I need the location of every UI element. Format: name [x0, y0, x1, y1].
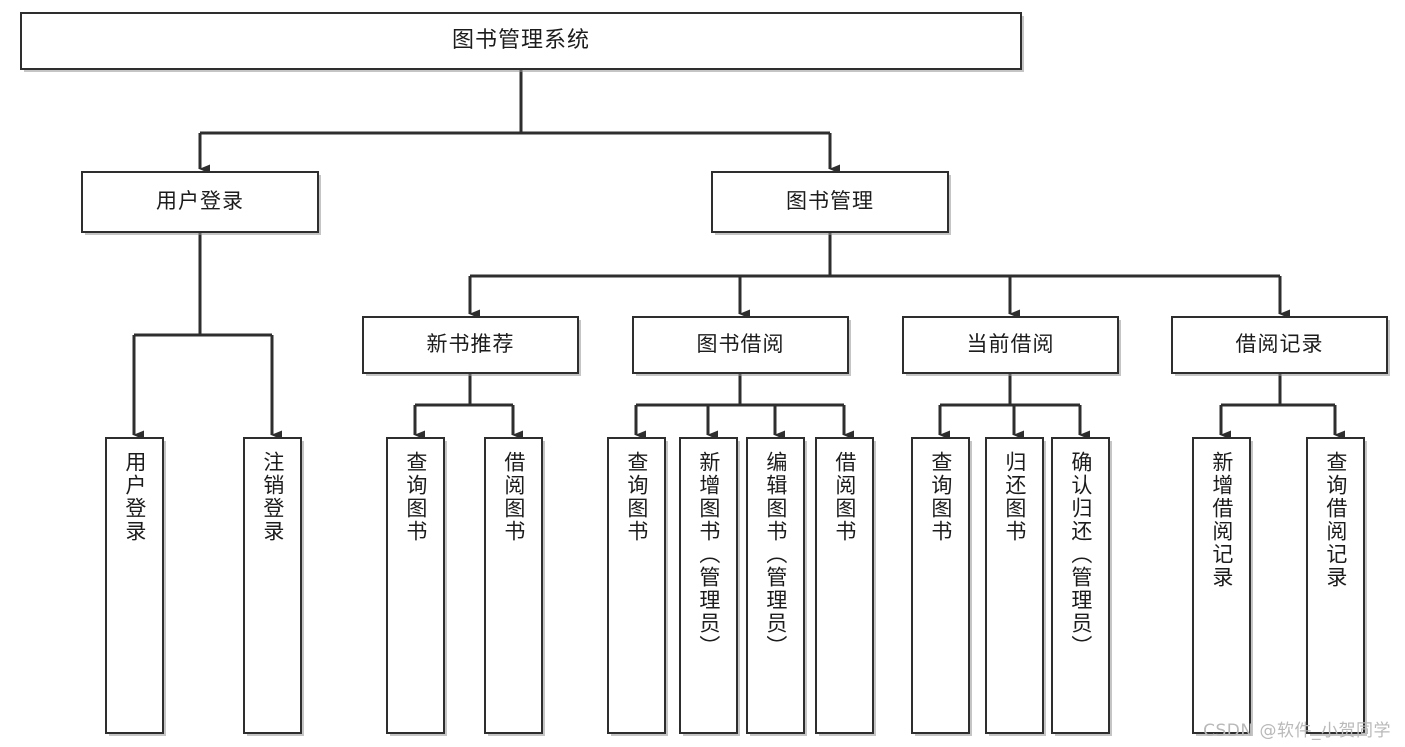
node-label: 查询图书: [928, 451, 953, 543]
connector-user-login-to-leaves: [132, 233, 282, 440]
node-label: 借阅图书: [501, 451, 526, 543]
node-book-management[interactable]: 图书管理: [711, 171, 949, 233]
node-label: 当前借阅: [966, 332, 1055, 357]
node-leaf-return-books[interactable]: 归还图书: [985, 437, 1044, 734]
node-leaf-add-borrow-record[interactable]: 新增借阅记录: [1192, 437, 1251, 734]
node-label: 新书推荐: [426, 332, 515, 357]
node-label: 图书管理: [786, 189, 874, 214]
node-current-borrow[interactable]: 当前借阅: [902, 316, 1119, 374]
node-label: 注销登录: [260, 451, 285, 543]
node-label: 新增图书（管理员）: [696, 451, 721, 658]
node-leaf-query-books-borrow[interactable]: 查询图书: [607, 437, 666, 734]
node-label: 查询图书: [624, 451, 649, 543]
connector-book-borrow-to-leaves: [634, 374, 854, 440]
node-borrow-record[interactable]: 借阅记录: [1171, 316, 1388, 374]
node-label: 归还图书: [1002, 451, 1027, 543]
node-leaf-user-login[interactable]: 用户登录: [105, 437, 164, 734]
node-label: 用户登录: [156, 189, 244, 214]
node-label: 查询图书: [403, 451, 428, 543]
connector-current-borrow-to-leaves: [938, 374, 1090, 440]
node-label: 查询借阅记录: [1323, 451, 1348, 589]
node-leaf-edit-book-admin[interactable]: 编辑图书（管理员）: [746, 437, 805, 734]
node-label: 图书借阅: [696, 332, 785, 357]
node-leaf-query-books-current[interactable]: 查询图书: [911, 437, 970, 734]
node-book-borrow[interactable]: 图书借阅: [632, 316, 849, 374]
node-leaf-query-books-recommend[interactable]: 查询图书: [386, 437, 445, 734]
node-leaf-query-borrow-record[interactable]: 查询借阅记录: [1306, 437, 1365, 734]
node-root-book-management-system[interactable]: 图书管理系统: [20, 12, 1022, 70]
node-label: 用户登录: [122, 451, 147, 543]
watermark: CSDN @软件_小贺同学: [1203, 721, 1391, 741]
node-leaf-borrow-books-recommend[interactable]: 借阅图书: [484, 437, 543, 734]
node-user-login[interactable]: 用户登录: [81, 171, 319, 233]
node-label: 借阅图书: [832, 451, 857, 543]
node-label: 借阅记录: [1235, 332, 1324, 357]
node-leaf-user-logout[interactable]: 注销登录: [243, 437, 302, 734]
connector-book-management-to-level3: [468, 233, 1290, 319]
node-label: 新增借阅记录: [1209, 451, 1234, 589]
node-new-book-recommend[interactable]: 新书推荐: [362, 316, 579, 374]
node-label: 编辑图书（管理员）: [763, 451, 788, 658]
node-label: 图书管理系统: [451, 27, 590, 53]
connector-borrow-record-to-leaves: [1219, 374, 1345, 440]
node-label: 确认归还（管理员）: [1068, 451, 1093, 658]
node-leaf-confirm-return-admin[interactable]: 确认归还（管理员）: [1051, 437, 1110, 734]
connector-root-to-level2: [198, 70, 840, 174]
connector-new-book-recommend-to-leaves: [413, 374, 523, 440]
node-leaf-borrow-books-borrow[interactable]: 借阅图书: [815, 437, 874, 734]
node-leaf-add-book-admin[interactable]: 新增图书（管理员）: [679, 437, 738, 734]
